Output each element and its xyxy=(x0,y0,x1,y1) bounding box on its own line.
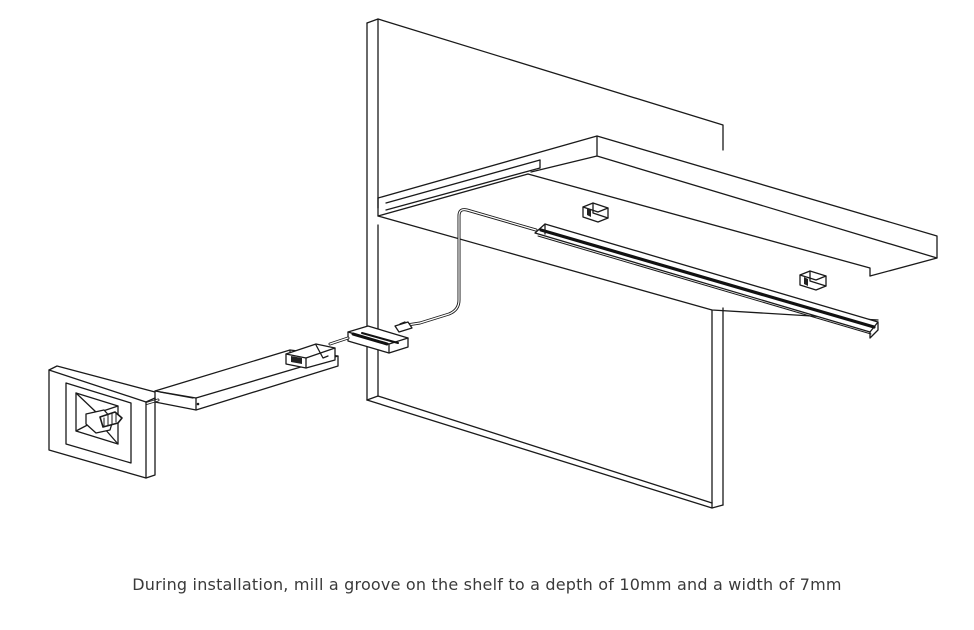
wall-panel xyxy=(366,18,724,509)
shelf-clip-icon xyxy=(799,270,827,291)
connector-icon xyxy=(347,321,413,354)
wall-socket-icon xyxy=(48,365,156,479)
cable xyxy=(405,208,538,327)
shelf-clip-icon xyxy=(582,202,609,223)
driver-cable xyxy=(328,336,350,346)
led-strip-icon xyxy=(534,223,879,339)
led-driver-icon xyxy=(154,343,339,411)
shelf xyxy=(377,135,938,321)
installation-illustration xyxy=(48,18,938,509)
installation-caption: During installation, mill a groove on th… xyxy=(132,575,842,594)
